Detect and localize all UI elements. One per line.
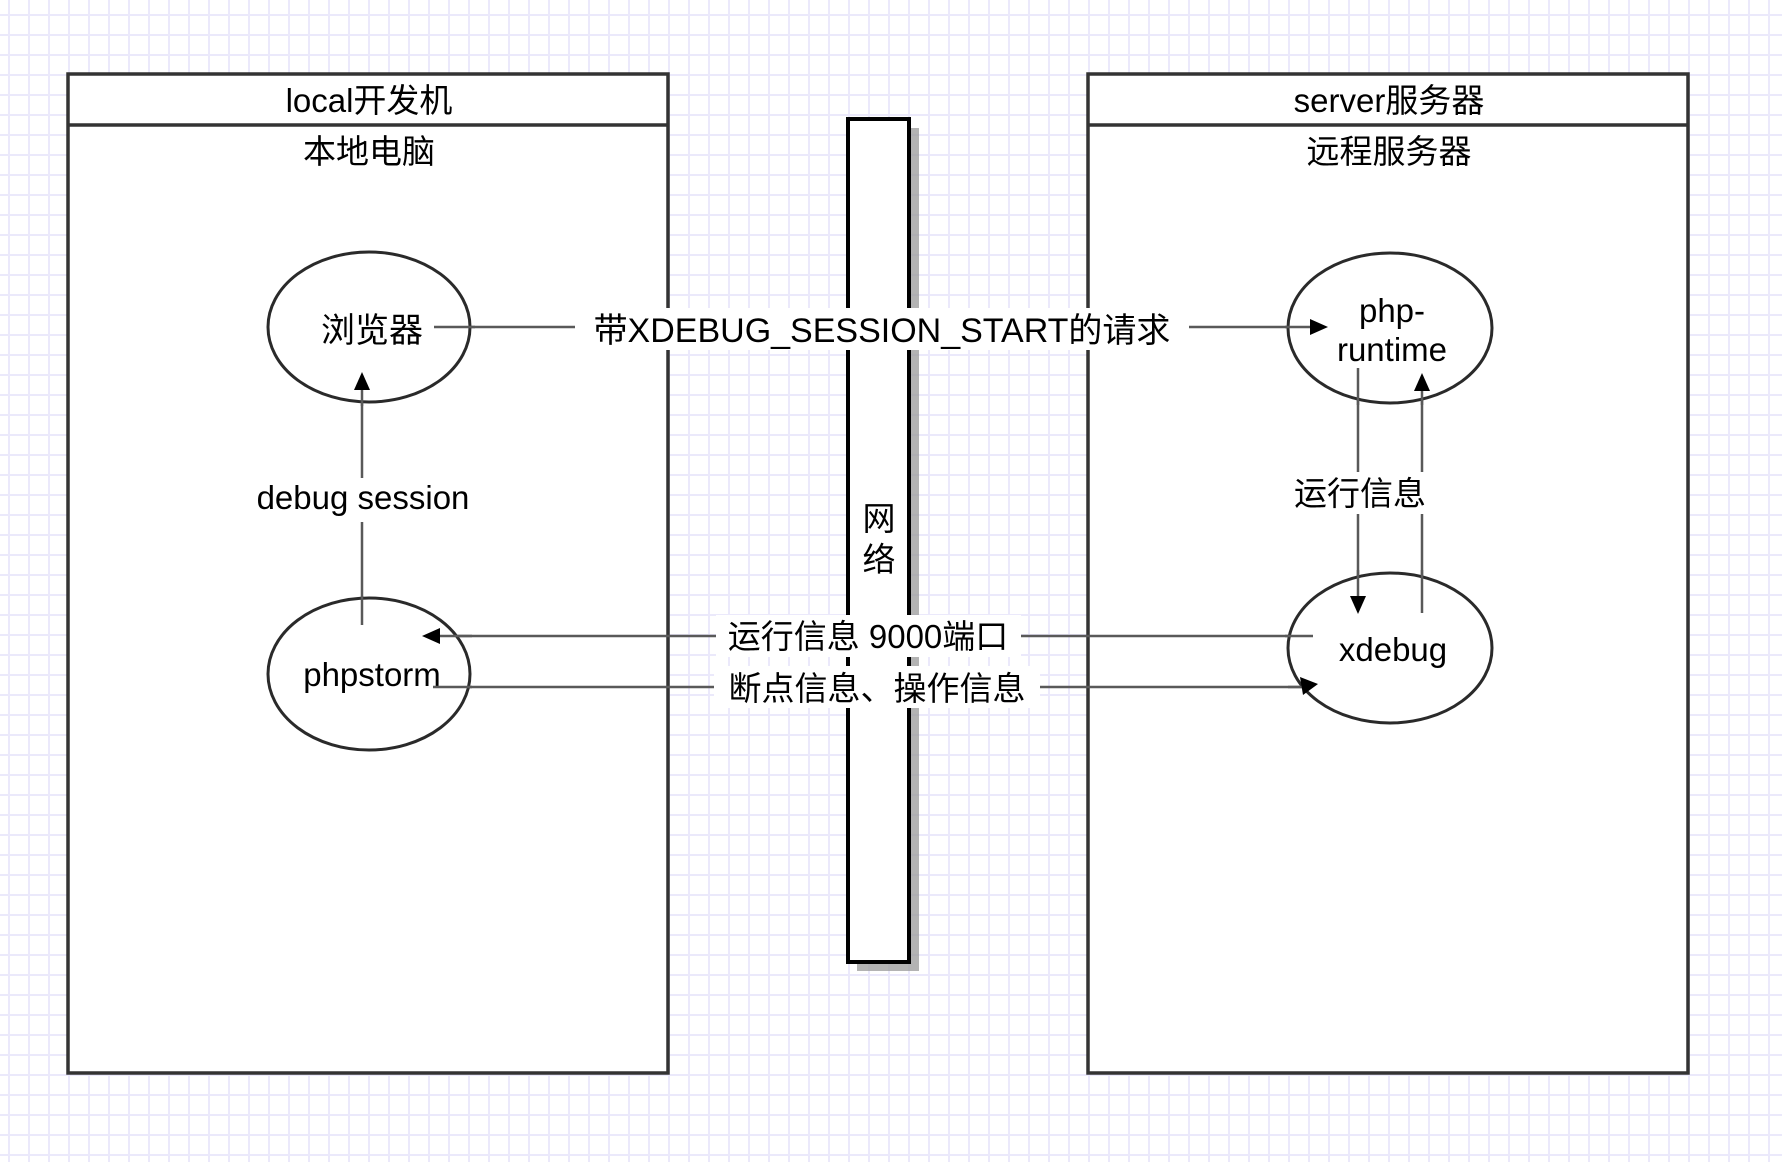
phpstorm-label: phpstorm <box>303 656 441 693</box>
pool-local[interactable]: local开发机 本地电脑 <box>66 72 670 1075</box>
arrowhead-right-icon <box>1300 677 1318 695</box>
phpstorm-ellipse <box>266 596 472 752</box>
edge-label-breakpoint-bg <box>714 666 1040 708</box>
browser-label: 浏览器 <box>321 312 423 350</box>
arrowhead-down-icon <box>1350 596 1366 614</box>
node-php-runtime[interactable]: php- runtime <box>1286 251 1494 405</box>
node-phpstorm[interactable]: phpstorm <box>266 596 472 752</box>
edge-label-request-bg <box>575 308 1189 350</box>
network-label-1: 网 <box>863 500 896 537</box>
arrowheads <box>354 319 1430 695</box>
edge-label-request: 带XDEBUG_SESSION_START的请求 <box>575 308 1189 350</box>
node-browser[interactable]: 浏览器 <box>266 250 472 404</box>
pool-server-subtitle: 远程服务器 <box>1307 133 1472 170</box>
edge-label-runtime-info: 运行信息 <box>1288 472 1432 514</box>
edge-label-port-bg <box>716 615 1021 657</box>
edge-label-request-text: 带XDEBUG_SESSION_START的请求 <box>594 312 1171 350</box>
pool-local-subtitle: 本地电脑 <box>303 133 435 170</box>
arrowhead-up-icon <box>1414 373 1430 391</box>
pool-local-frame <box>66 72 670 1075</box>
arrowhead-right-icon <box>1310 319 1328 335</box>
network-label-2: 络 <box>863 541 896 578</box>
xdebug-label: xdebug <box>1339 631 1447 668</box>
edge-label-debug-session-bg <box>246 478 480 522</box>
arrowhead-left-icon <box>422 628 440 644</box>
edge-label-debug-session-text: debug session <box>257 479 470 516</box>
php-runtime-label-1: php- <box>1359 292 1425 329</box>
xdebug-ellipse <box>1286 571 1494 725</box>
edge-label-breakpoint: 断点信息、操作信息 <box>714 666 1040 708</box>
arrowhead-up-icon <box>354 372 370 390</box>
php-runtime-label-2: runtime <box>1337 331 1447 368</box>
pool-server-title: server服务器 <box>1294 82 1485 119</box>
edge-label-runtime-info-text: 运行信息 <box>1294 475 1426 512</box>
pool-local-title: local开发机 <box>286 82 453 119</box>
edge-label-debug-session: debug session <box>246 478 480 522</box>
node-xdebug[interactable]: xdebug <box>1286 571 1494 725</box>
network-bar-frame <box>846 117 911 964</box>
edge-label-runtime-info-bg <box>1288 472 1432 514</box>
edge-label-port: 运行信息 9000端口 <box>716 615 1021 657</box>
edge-label-breakpoint-text: 断点信息、操作信息 <box>729 670 1026 707</box>
connector-inner-segments <box>360 325 1424 689</box>
edge-label-port-text: 运行信息 9000端口 <box>728 618 1009 655</box>
network-bar[interactable]: 网 络 <box>846 117 919 971</box>
